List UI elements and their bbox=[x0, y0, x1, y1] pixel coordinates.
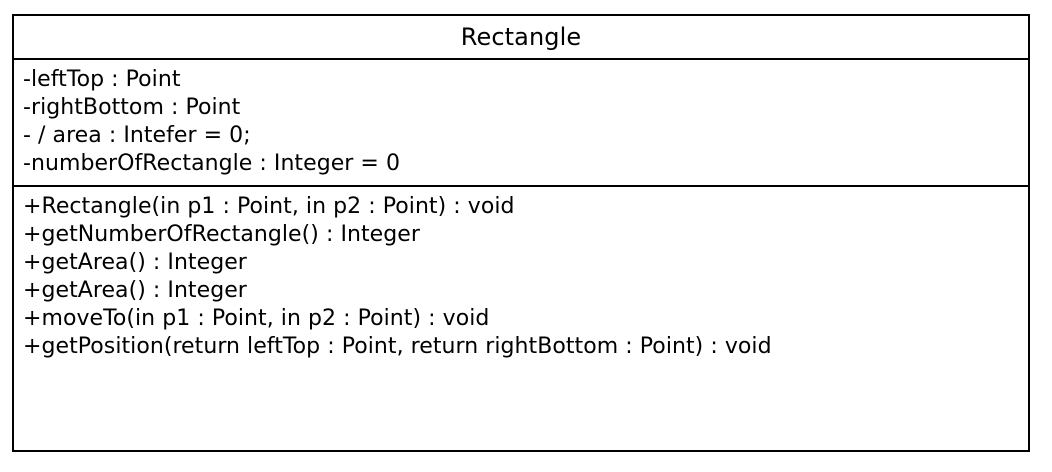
operation-item: +getArea() : Integer bbox=[23, 278, 247, 303]
operation-item: +getArea() : Integer bbox=[23, 250, 247, 275]
class-name-compartment: Rectangle bbox=[14, 16, 1028, 60]
class-operations-compartment: +Rectangle(in p1 : Point, in p2 : Point)… bbox=[14, 187, 1028, 450]
operation-item: +moveTo(in p1 : Point, in p2 : Point) : … bbox=[23, 306, 490, 331]
attribute-item: -rightBottom : Point bbox=[23, 95, 241, 120]
attribute-item: -leftTop : Point bbox=[23, 67, 181, 92]
operation-item: +Rectangle(in p1 : Point, in p2 : Point)… bbox=[23, 194, 515, 219]
class-name-label: Rectangle bbox=[460, 23, 582, 51]
class-attributes-compartment: -leftTop : Point -rightBottom : Point - … bbox=[14, 60, 1028, 187]
operation-item: +getPosition(return leftTop : Point, ret… bbox=[23, 334, 772, 359]
attribute-item: -numberOfRectangle : Integer = 0 bbox=[23, 151, 401, 176]
attribute-list: -leftTop : Point -rightBottom : Point - … bbox=[14, 66, 1028, 178]
uml-class-box[interactable]: Rectangle -leftTop : Point -rightBottom … bbox=[12, 14, 1030, 452]
operation-item: +getNumberOfRectangle() : Integer bbox=[23, 222, 420, 247]
operation-list: +Rectangle(in p1 : Point, in p2 : Point)… bbox=[14, 193, 1028, 361]
attribute-item: - / area : Intefer = 0; bbox=[23, 123, 251, 148]
